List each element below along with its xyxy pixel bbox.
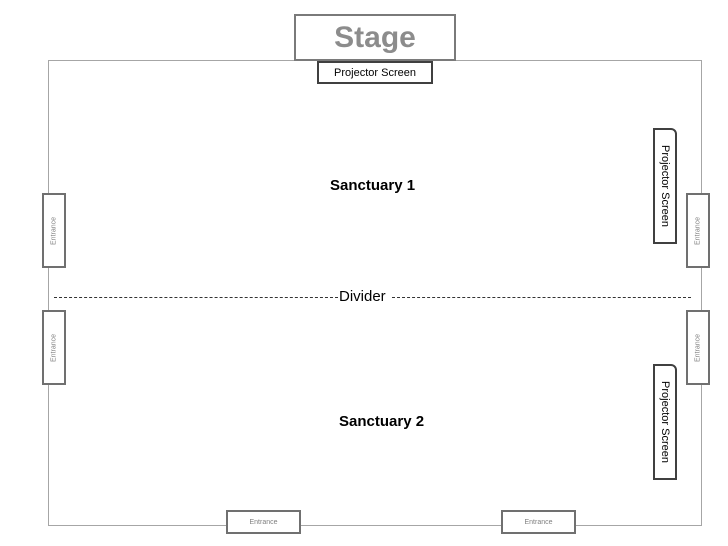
stage: Stage [294,14,456,61]
entrance-right-upper: Entrance [686,193,710,268]
stage-label: Stage [334,20,416,54]
entrance-bottom-right: Entrance [501,510,576,534]
divider-label: Divider [338,288,387,305]
entrance-left-lower-label: Entrance [50,333,58,362]
entrance-bottom-left: Entrance [226,510,301,534]
entrance-bottom-right-label: Entrance [524,518,553,526]
entrance-bottom-left-label: Entrance [249,518,278,526]
entrance-left-upper-label: Entrance [50,216,58,245]
divider-line-left [54,297,338,298]
entrance-left-lower: Entrance [42,310,66,385]
entrance-right-lower: Entrance [686,310,710,385]
projector-screen-top-label: Projector Screen [334,66,416,79]
entrance-right-lower-label: Entrance [694,333,702,362]
projector-screen-right-upper-label: Projector Screen [659,145,671,227]
projector-screen-right-lower: Projector Screen [653,364,677,480]
sanctuary-1-label: Sanctuary 1 [330,177,416,194]
entrance-left-upper: Entrance [42,193,66,268]
entrance-right-upper-label: Entrance [694,216,702,245]
sanctuary-2-label: Sanctuary 2 [339,413,425,430]
divider-line-right [392,297,691,298]
projector-screen-right-lower-label: Projector Screen [659,381,671,463]
projector-screen-top: Projector Screen [317,61,433,84]
projector-screen-right-upper: Projector Screen [653,128,677,244]
